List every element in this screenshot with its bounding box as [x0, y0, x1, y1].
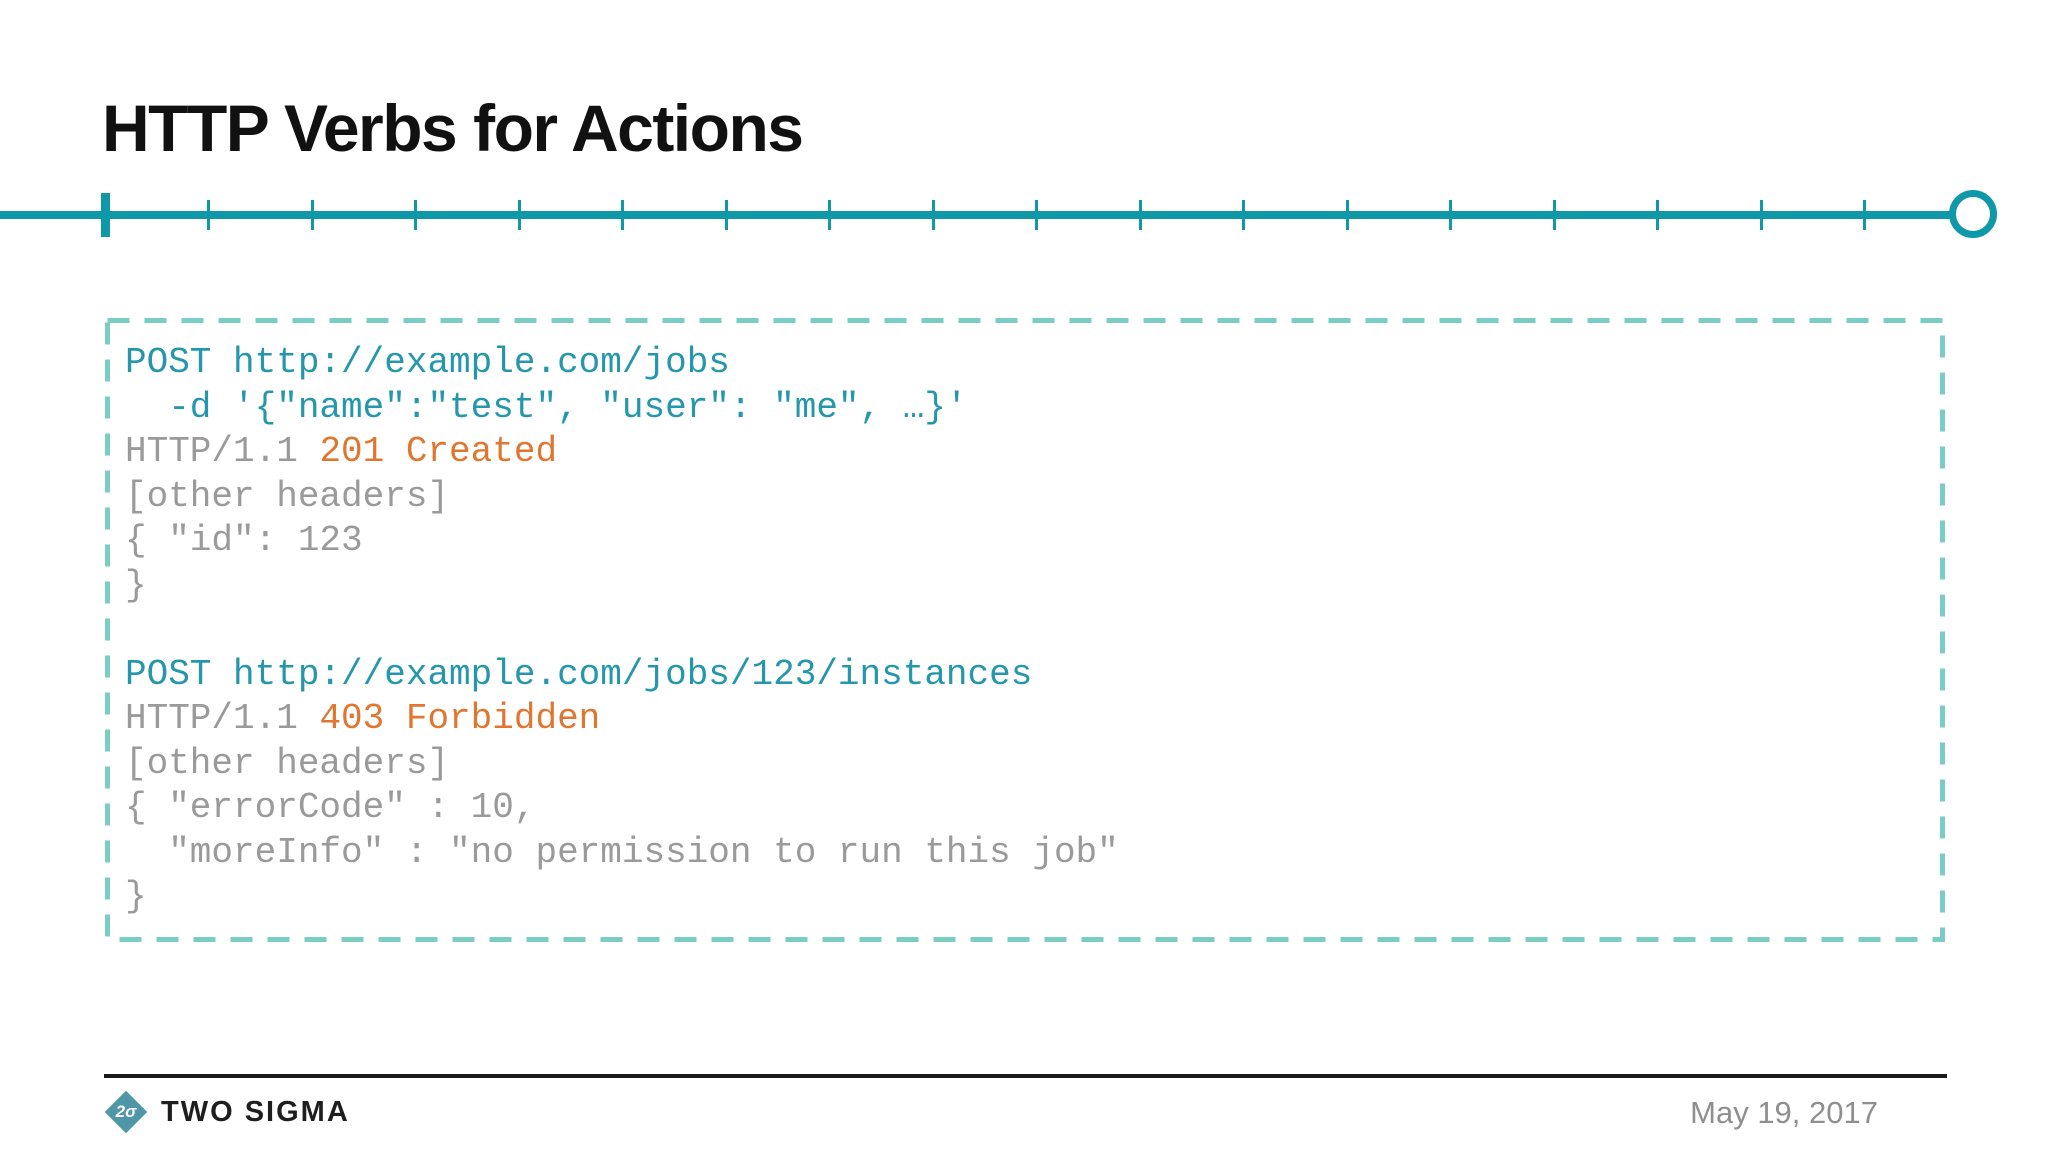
- timeline-tick: [1035, 200, 1038, 230]
- timeline-tick: [931, 200, 935, 230]
- timeline-tick: [621, 200, 624, 230]
- code-line: HTTP/1.1 201 Created: [125, 430, 1935, 475]
- code-line: }: [125, 875, 1935, 920]
- code-line: { "errorCode" : 10,: [125, 786, 1935, 831]
- code-segment: HTTP/1.1: [125, 431, 320, 472]
- timeline-tick: [1345, 200, 1349, 230]
- code-line: -d '{"name":"test", "user": "me", …}': [125, 386, 1935, 431]
- timeline-tick: [310, 200, 314, 230]
- code-line: { "id": 123: [125, 519, 1935, 564]
- timeline-tick: [828, 200, 831, 230]
- slide-date: May 19, 2017: [1690, 1095, 1878, 1130]
- code-line: [125, 608, 1935, 653]
- timeline-progress-tick: [100, 193, 110, 237]
- code-segment: }: [125, 876, 147, 917]
- code-segment: 201 Created: [319, 431, 558, 472]
- code-line: POST http://example.com/jobs/123/instanc…: [125, 653, 1935, 698]
- code-line: [other headers]: [125, 475, 1935, 520]
- timeline-end-circle-icon: [1949, 190, 1997, 238]
- timeline-line: [0, 211, 1952, 219]
- logo-glyph: 2σ: [115, 1102, 137, 1121]
- code-segment: POST http://example.com/jobs: [125, 342, 730, 383]
- slide-title: HTTP Verbs for Actions: [102, 91, 804, 165]
- timeline-tick: [1863, 200, 1866, 230]
- code-segment: [other headers]: [125, 742, 450, 784]
- code-segment: { "id": 123: [125, 520, 363, 561]
- timeline-tick: [517, 200, 521, 230]
- timeline-tick: [414, 200, 417, 230]
- code-segment: -d '{"name":"test", "user": "me", …}': [125, 386, 968, 428]
- code-line: "moreInfo" : "no permission to run this …: [125, 831, 1935, 876]
- code-segment: { "errorCode" : 10,: [125, 787, 536, 828]
- code-segment: "moreInfo" : "no permission to run this …: [125, 831, 1119, 873]
- timeline-tick: [1656, 200, 1659, 230]
- timeline-tick: [207, 200, 210, 230]
- two-sigma-logo-icon: 2σ: [104, 1090, 148, 1134]
- timeline-tick: [1552, 200, 1556, 230]
- timeline-tick: [1449, 200, 1452, 230]
- code-segment: [other headers]: [125, 475, 450, 517]
- footer-divider: [104, 1074, 1947, 1078]
- brand-name: TWO SIGMA: [161, 1096, 350, 1128]
- timeline-tick: [1759, 200, 1763, 230]
- code-segment: 403 Forbidden: [319, 698, 601, 739]
- code-segment: HTTP/1.1: [125, 698, 320, 739]
- code-line: POST http://example.com/jobs: [125, 341, 1935, 386]
- timeline-tick: [1242, 200, 1245, 230]
- code-block: POST http://example.com/jobs -d '{"name"…: [105, 318, 1945, 942]
- timeline-tick: [724, 200, 728, 230]
- code-segment: }: [125, 564, 147, 606]
- code-line: [other headers]: [125, 742, 1935, 787]
- code-segment: POST http://example.com/jobs/123/instanc…: [125, 653, 1033, 695]
- timeline-tick: [1138, 200, 1142, 230]
- code-line: HTTP/1.1 403 Forbidden: [125, 697, 1935, 742]
- code-line: }: [125, 564, 1935, 609]
- code-lines: POST http://example.com/jobs -d '{"name"…: [125, 341, 1935, 920]
- dashed-border: [105, 318, 1945, 942]
